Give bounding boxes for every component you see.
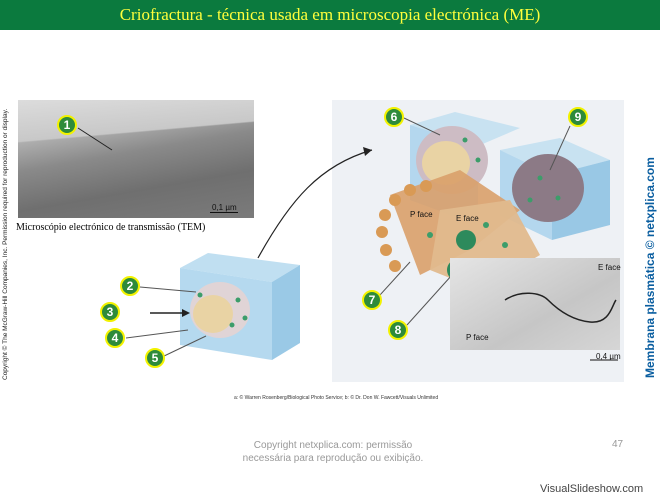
photo-p-face-label: P face — [466, 333, 489, 342]
footer-line-1: Copyright netxplica.com: permissão — [228, 439, 438, 452]
watermark: VisualSlideshow.com — [540, 483, 643, 495]
badge-4: 4 — [105, 328, 125, 348]
badge-6: 6 — [384, 107, 404, 127]
footer-copyright: Copyright netxplica.com: permissão neces… — [228, 439, 438, 465]
badge-7: 7 — [362, 290, 382, 310]
photo-credit: a: © Warren Rosenberg/Biological Photo S… — [234, 395, 438, 401]
photo-e-face-label: E face — [598, 263, 621, 272]
badge-3: 3 — [100, 302, 120, 322]
photo-scale-label: 0,4 µm — [596, 352, 621, 361]
e-face-label: E face — [456, 214, 479, 223]
footer-line-2: necessária para reprodução ou exibição. — [228, 452, 438, 465]
badge-2: 2 — [120, 276, 140, 296]
badge-9: 9 — [568, 107, 588, 127]
p-face-label: P face — [410, 210, 433, 219]
badge-1: 1 — [57, 115, 77, 135]
badge-8: 8 — [388, 320, 408, 340]
page-number: 47 — [612, 439, 623, 450]
badge-5: 5 — [145, 348, 165, 368]
